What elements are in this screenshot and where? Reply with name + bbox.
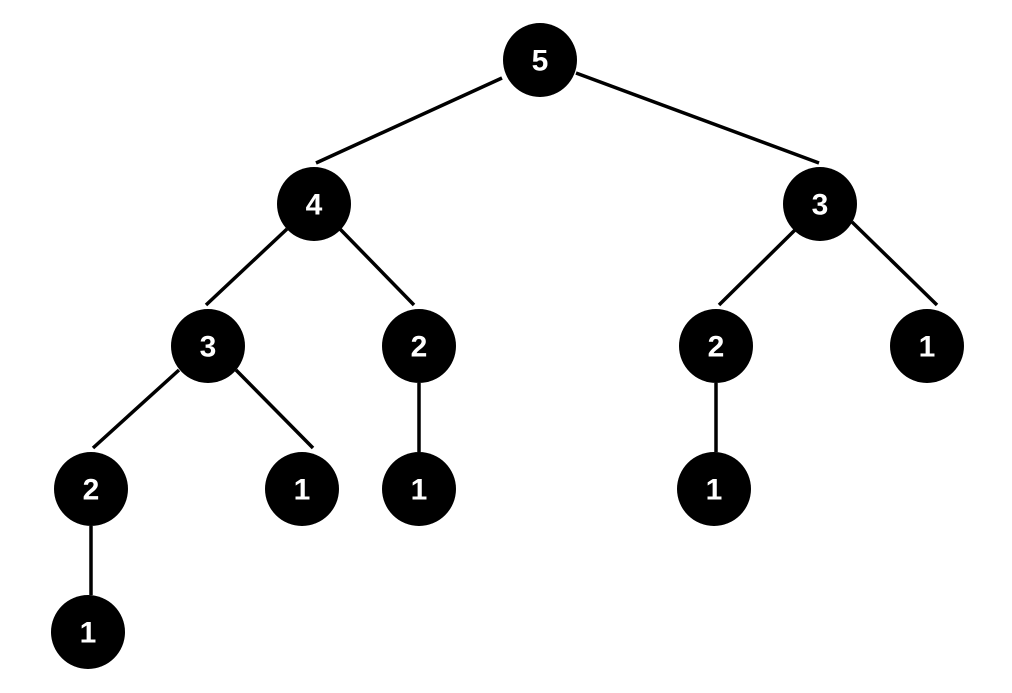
node-circle [382, 452, 456, 526]
node-circle [890, 309, 964, 383]
node-circle [54, 452, 128, 526]
node-label: 1 [294, 474, 311, 507]
node-label: 1 [706, 474, 723, 507]
node-circle [51, 595, 125, 669]
tree-node-n5: 2 [382, 309, 456, 383]
tree-node-n3: 3 [783, 167, 857, 241]
edge-n3-n6 [717, 227, 798, 307]
tree-node-n1: 5 [503, 23, 577, 97]
edges-layer [89, 71, 939, 595]
nodes-layer: 5 4 3 3 2 2 1 2 1 1 1 1 [51, 23, 964, 669]
node-circle [503, 23, 577, 97]
tree-node-n4: 3 [171, 309, 245, 383]
edge-n3-n7 [850, 220, 939, 307]
tree-node-n12: 1 [51, 595, 125, 669]
tree-node-n9: 1 [265, 452, 339, 526]
node-circle [277, 167, 351, 241]
node-label: 1 [411, 474, 428, 507]
node-label: 4 [306, 189, 323, 222]
node-circle [171, 309, 245, 383]
tree-node-n6: 2 [679, 309, 753, 383]
tree-node-n8: 2 [54, 452, 128, 526]
node-label: 2 [83, 474, 100, 507]
node-circle [679, 309, 753, 383]
node-label: 1 [919, 331, 936, 364]
edge-n1-n3 [575, 71, 820, 165]
edge-n2-n5 [338, 227, 416, 307]
edge-n4-n9 [234, 368, 315, 450]
edge-n1-n2 [315, 76, 503, 165]
tree-node-n11: 1 [677, 452, 751, 526]
tree-node-n10: 1 [382, 452, 456, 526]
edge-n2-n4 [204, 227, 289, 307]
tree-node-n7: 1 [890, 309, 964, 383]
node-label: 1 [80, 617, 97, 650]
node-circle [382, 309, 456, 383]
node-circle [783, 167, 857, 241]
node-circle [265, 452, 339, 526]
node-label: 3 [812, 189, 829, 222]
node-circle [677, 452, 751, 526]
node-label: 3 [200, 331, 217, 364]
tree-node-n2: 4 [277, 167, 351, 241]
node-label: 2 [708, 331, 725, 364]
node-label: 5 [532, 45, 549, 78]
node-label: 2 [411, 331, 428, 364]
edge-n4-n8 [91, 368, 181, 450]
